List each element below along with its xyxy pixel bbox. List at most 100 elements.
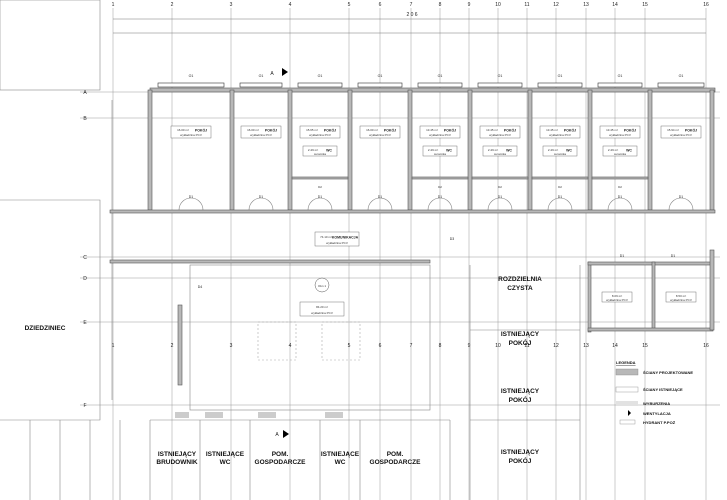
axis-label-3: 3 — [230, 343, 233, 349]
room-name: POKÓJ — [504, 128, 516, 133]
room-area: 15.65 m² — [306, 128, 318, 132]
svg-text:ISTNIEJĄCE: ISTNIEJĄCE — [321, 451, 360, 458]
hydrant-icon — [619, 419, 636, 425]
courtyard-label: DZIEDZINIEC — [25, 325, 66, 332]
section-marker-top: A — [270, 68, 288, 77]
svg-text:ISTNIEJĄCE: ISTNIEJĄCE — [206, 451, 245, 458]
room-area: 13.45 m² — [426, 128, 438, 132]
window-tag: O1 — [498, 74, 503, 78]
svg-text:WYBURZENIA: WYBURZENIA — [643, 401, 670, 406]
wc-name: WC — [566, 149, 572, 153]
room-floor: wykładzina PCV — [549, 133, 571, 137]
door-tag: D1 — [378, 195, 383, 199]
door-tag: D2 — [318, 185, 322, 189]
room-name: POKÓJ — [384, 128, 396, 133]
partition-wall — [709, 89, 715, 211]
window-tag: O1 — [679, 74, 684, 78]
door-swing — [668, 197, 694, 211]
axis-label-8: 8 — [439, 2, 442, 8]
section-marker-bottom: A — [275, 430, 289, 438]
room-floor: wykładzina PCV — [609, 133, 631, 137]
door-tag: D1 — [498, 195, 503, 199]
room-label-box — [599, 125, 641, 139]
room-name: POKÓJ — [624, 128, 636, 133]
svg-text:84.20 m²: 84.20 m² — [316, 305, 328, 309]
room-label-box — [240, 125, 282, 139]
room-label-box — [170, 125, 212, 139]
corridor-wall-north — [109, 209, 716, 214]
window — [357, 82, 403, 88]
axis-label-A: A — [83, 90, 87, 96]
axis-label-F: F — [83, 403, 86, 409]
wc-floor: ceramika — [614, 152, 627, 156]
corridor-label: 74.10 m² KOMUNIKACJA wykładzina PCV — [314, 231, 360, 247]
axis-label-2: 2 — [171, 2, 174, 8]
legend: LEGENDA ŚCIANY PROJEKTOWANE ŚCIANY ISTNI… — [615, 360, 693, 425]
axis-label-15: 15 — [642, 2, 648, 8]
svg-text:LEGENDA: LEGENDA — [616, 360, 636, 365]
wc-label-box — [422, 145, 458, 157]
partition-wall — [587, 89, 593, 211]
room-area: 13.45 m² — [546, 128, 558, 132]
ventilation-icon — [628, 410, 631, 416]
axis-label-14: 14 — [612, 2, 618, 8]
axis-label-7: 7 — [410, 2, 413, 8]
svg-text:wykładzina PCV: wykładzina PCV — [326, 241, 348, 245]
svg-text:CZYSTA: CZYSTA — [507, 285, 533, 292]
svg-text:8.09 m²: 8.09 m² — [612, 294, 622, 298]
axis-label-9: 9 — [468, 2, 471, 8]
axis-label-13: 13 — [583, 2, 589, 8]
grid-axes: 1122334455667788991010111112121313141415… — [80, 2, 720, 500]
partition-wall — [527, 89, 533, 211]
door-swing — [367, 197, 393, 211]
window — [537, 82, 583, 88]
axis-label-E: E — [83, 320, 87, 326]
window-tag: O1 — [438, 74, 443, 78]
axis-label-13: 13 — [583, 343, 589, 349]
window — [297, 82, 343, 88]
room-name: POKÓJ — [564, 128, 576, 133]
overall-dimension: 2 0 6 — [406, 12, 417, 18]
axis-label-6: 6 — [379, 343, 382, 349]
axis-label-15: 15 — [642, 343, 648, 349]
existing-left-wing — [0, 0, 121, 500]
wc-area: 2.49 m² — [428, 148, 438, 152]
door-tag: D1 — [618, 195, 623, 199]
room-floor: wykładzina PCV — [429, 133, 451, 137]
window — [239, 82, 283, 88]
room-floor: wykładzina PCV — [180, 133, 202, 137]
svg-text:ŚCIANY ISTNIEJĄCE: ŚCIANY ISTNIEJĄCE — [643, 387, 683, 392]
door-swing — [547, 197, 573, 211]
svg-text:ISTNIEJĄCY: ISTNIEJĄCY — [158, 451, 197, 458]
door-tag: D2 — [558, 185, 562, 189]
wc-area: 2.49 m² — [308, 148, 318, 152]
room-floor: wykładzina PCV — [250, 133, 272, 137]
window-tag: O1 — [378, 74, 383, 78]
legend-swatch-existing-walls — [615, 386, 639, 393]
axis-label-5: 5 — [348, 343, 351, 349]
corridor-wall-south — [109, 259, 431, 264]
svg-text:POKÓJ: POKÓJ — [509, 456, 532, 465]
wc-floor: ceramika — [554, 152, 567, 156]
door-tag: D1 — [558, 195, 563, 199]
door-tag: D2 — [618, 185, 622, 189]
room-area: 13.45 m² — [606, 128, 618, 132]
door-tag: D3 — [450, 237, 455, 241]
axis-label-1: 1 — [112, 343, 115, 349]
room-area: 16.00 m² — [366, 128, 378, 132]
window — [657, 82, 705, 88]
axis-label-D: D — [83, 276, 87, 282]
window — [597, 82, 643, 88]
wc-name: WC — [446, 149, 452, 153]
room-floor: wykładzina PCV — [309, 133, 331, 137]
svg-text:wykładzina PCV: wykładzina PCV — [670, 298, 692, 302]
wc-floor: ceramika — [494, 152, 507, 156]
window-tag: O1 — [558, 74, 563, 78]
existing-right-wing: ROZDZIELNIA CZYSTA ISTNIEJĄCY POKÓJ ISTN… — [469, 265, 581, 500]
svg-text:ROZDZIELNIA: ROZDZIELNIA — [498, 276, 542, 283]
room-area: 13.45 m² — [486, 128, 498, 132]
svg-text:POKÓJ: POKÓJ — [509, 338, 532, 347]
wc-label-box — [302, 145, 338, 157]
svg-text:D4: D4 — [198, 285, 203, 289]
